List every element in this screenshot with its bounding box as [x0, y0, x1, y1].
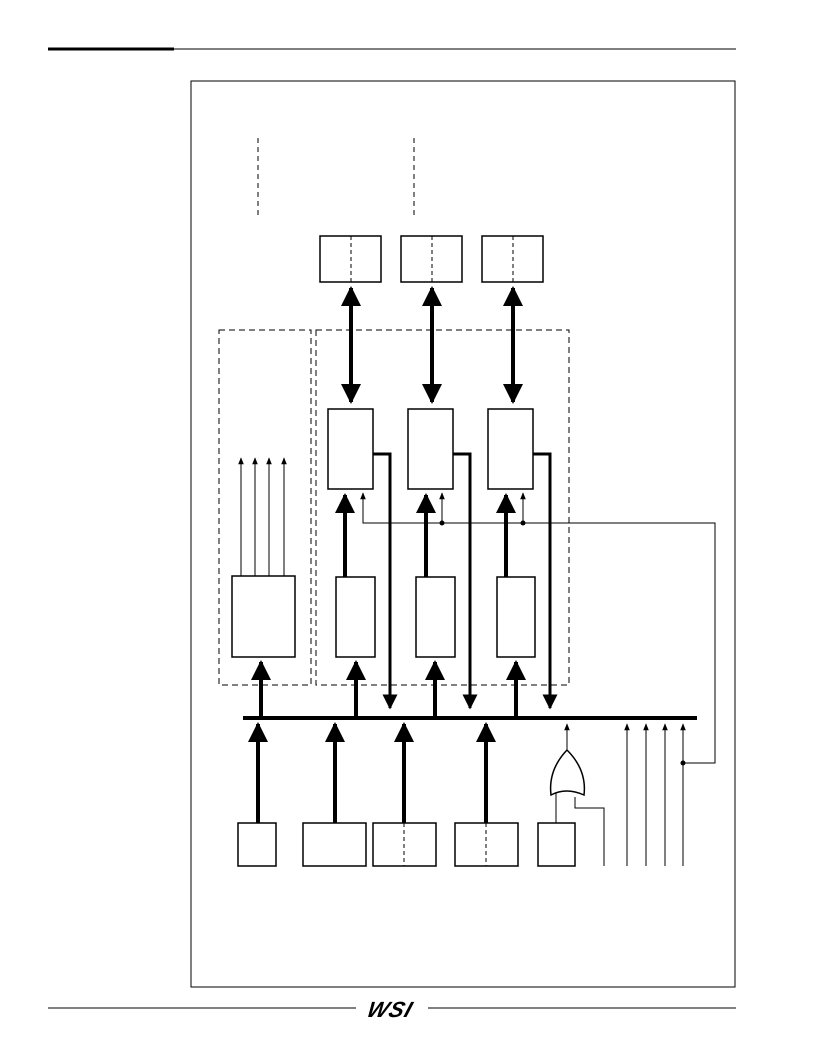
bus-to-buffer-arrows: [251, 660, 526, 718]
control-inputs: [624, 723, 686, 866]
register-outputs: [373, 452, 558, 710]
buffer-1: [335, 576, 376, 658]
bottom-boxes: [237, 822, 576, 867]
left-dashed-group: [218, 329, 312, 686]
control-lines: [360, 492, 716, 764]
register-3: [487, 408, 534, 490]
input-to-bus-arrows: [248, 722, 496, 823]
register-1: [327, 408, 374, 490]
upper-registers: [327, 408, 534, 490]
decoder-box: [231, 575, 296, 658]
input-box-1: [237, 822, 277, 867]
figure-frame: [190, 80, 736, 988]
bottom-box-dividers: [403, 823, 487, 866]
buffer-to-register-arrows: [335, 493, 516, 577]
decoder-outputs: [238, 457, 287, 576]
wsi-logo-text: WSI: [364, 998, 416, 1022]
register-2: [407, 408, 454, 490]
input-box-5: [537, 822, 576, 867]
right-dashed-group: [315, 329, 570, 686]
buffer-3: [496, 576, 536, 658]
junction-dots: [439, 520, 686, 766]
or-gate: [549, 748, 586, 797]
buffer-2: [415, 576, 456, 658]
input-box-2: [302, 822, 367, 867]
lower-buffers: [231, 575, 536, 658]
dashed-groups: [218, 329, 570, 686]
top-box-dividers: [350, 236, 514, 282]
or-gate-wires: [555, 723, 605, 866]
wsi-logo: WSI: [364, 998, 416, 1022]
bidirectional-arrows: [341, 286, 523, 404]
top-dashed-guides: [257, 138, 415, 218]
